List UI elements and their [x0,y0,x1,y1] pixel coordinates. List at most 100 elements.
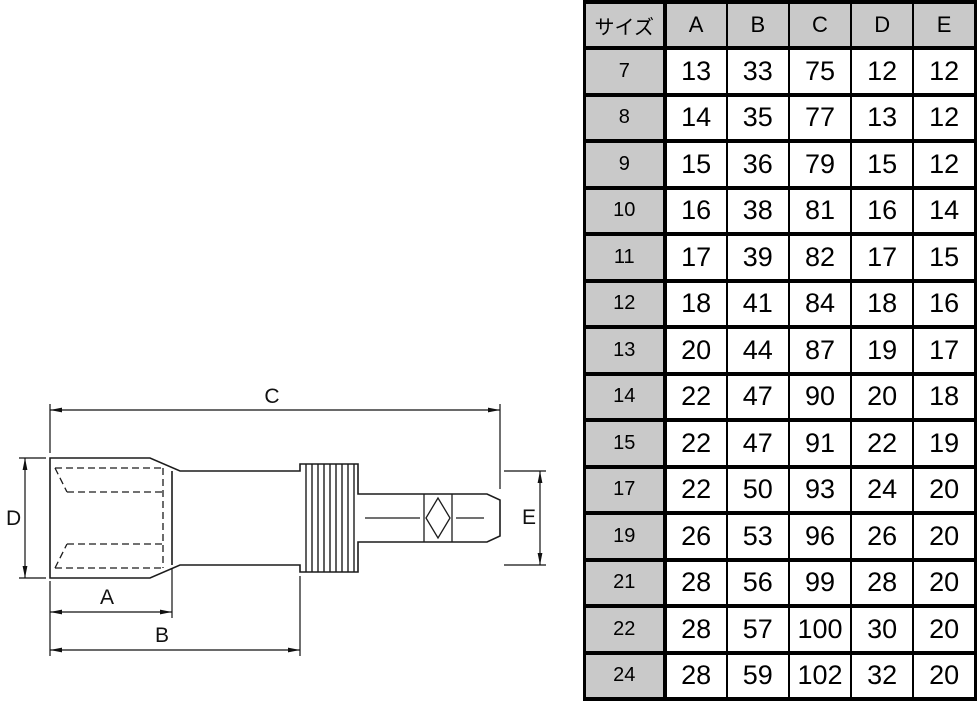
value-cell: 56 [725,557,790,608]
value-cell: 14 [663,92,728,143]
value-cell: 100 [787,604,853,655]
value-cell: 57 [725,604,790,655]
value-cell: 15 [912,232,977,283]
value-cell: 47 [725,371,790,422]
value-cell: 96 [787,511,853,562]
size-cell: 9 [583,139,667,190]
value-cell: 28 [663,604,728,655]
dimension-label-a: A [100,586,114,609]
value-cell: 26 [850,511,915,562]
value-cell: 28 [850,557,915,608]
value-cell: 22 [663,464,728,515]
value-cell: 99 [787,557,853,608]
size-cell: 12 [583,278,667,329]
size-cell: 21 [583,557,667,608]
value-cell: 20 [663,325,728,376]
value-cell: 15 [663,139,728,190]
value-cell: 91 [787,418,853,469]
size-cell: 11 [583,232,667,283]
value-cell: 12 [850,46,915,97]
dimension-label-e: E [522,506,536,529]
value-cell: 20 [912,511,977,562]
value-cell: 12 [912,46,977,97]
value-cell: 19 [850,325,915,376]
value-cell: 28 [663,650,728,701]
dimension-a [49,568,173,656]
value-cell: 44 [725,325,790,376]
value-cell: 77 [787,92,853,143]
value-cell: 13 [663,46,728,97]
size-cell: 15 [583,418,667,469]
value-cell: 81 [787,185,853,236]
value-cell: 30 [850,604,915,655]
dimension-c [49,404,501,489]
value-cell: 75 [787,46,853,97]
dimension-b [50,576,301,656]
value-cell: 17 [850,232,915,283]
value-cell: 13 [850,92,915,143]
value-cell: 87 [787,325,853,376]
value-cell: 41 [725,278,790,329]
value-cell: 36 [725,139,790,190]
dimension-label-c: C [264,385,279,408]
header-col-1: A [663,0,728,50]
tool-outline [49,457,501,579]
size-cell: 19 [583,511,667,562]
hidden-hole-lines [54,467,164,569]
size-cell: 22 [583,604,667,655]
value-cell: 47 [725,418,790,469]
size-cell: 8 [583,92,667,143]
body-profile [49,457,501,579]
value-cell: 20 [912,464,977,515]
size-cell: 14 [583,371,667,422]
value-cell: 15 [850,139,915,190]
value-cell: 20 [912,604,977,655]
value-cell: 79 [787,139,853,190]
value-cell: 22 [663,418,728,469]
value-cell: 93 [787,464,853,515]
value-cell: 33 [725,46,790,97]
value-cell: 32 [850,650,915,701]
value-cell: 59 [725,650,790,701]
size-cell: 10 [583,185,667,236]
value-cell: 12 [912,139,977,190]
value-cell: 39 [725,232,790,283]
value-cell: 35 [725,92,790,143]
value-cell: 16 [850,185,915,236]
dimension-e [504,470,546,566]
size-cell: 17 [583,464,667,515]
value-cell: 26 [663,511,728,562]
header-col-2: B [725,0,790,50]
header-col-4: D [850,0,915,50]
value-cell: 19 [912,418,977,469]
value-cell: 20 [912,650,977,701]
value-cell: 22 [663,371,728,422]
value-cell: 18 [663,278,728,329]
value-cell: 24 [850,464,915,515]
value-cell: 12 [912,92,977,143]
shank-groove [365,494,484,542]
value-cell: 20 [850,371,915,422]
value-cell: 28 [663,557,728,608]
value-cell: 82 [787,232,853,283]
value-cell: 53 [725,511,790,562]
value-cell: 20 [912,557,977,608]
size-cell: 24 [583,650,667,701]
socket-bit-diagram: C D E A [6,385,546,656]
header-col-5: E [912,0,977,50]
